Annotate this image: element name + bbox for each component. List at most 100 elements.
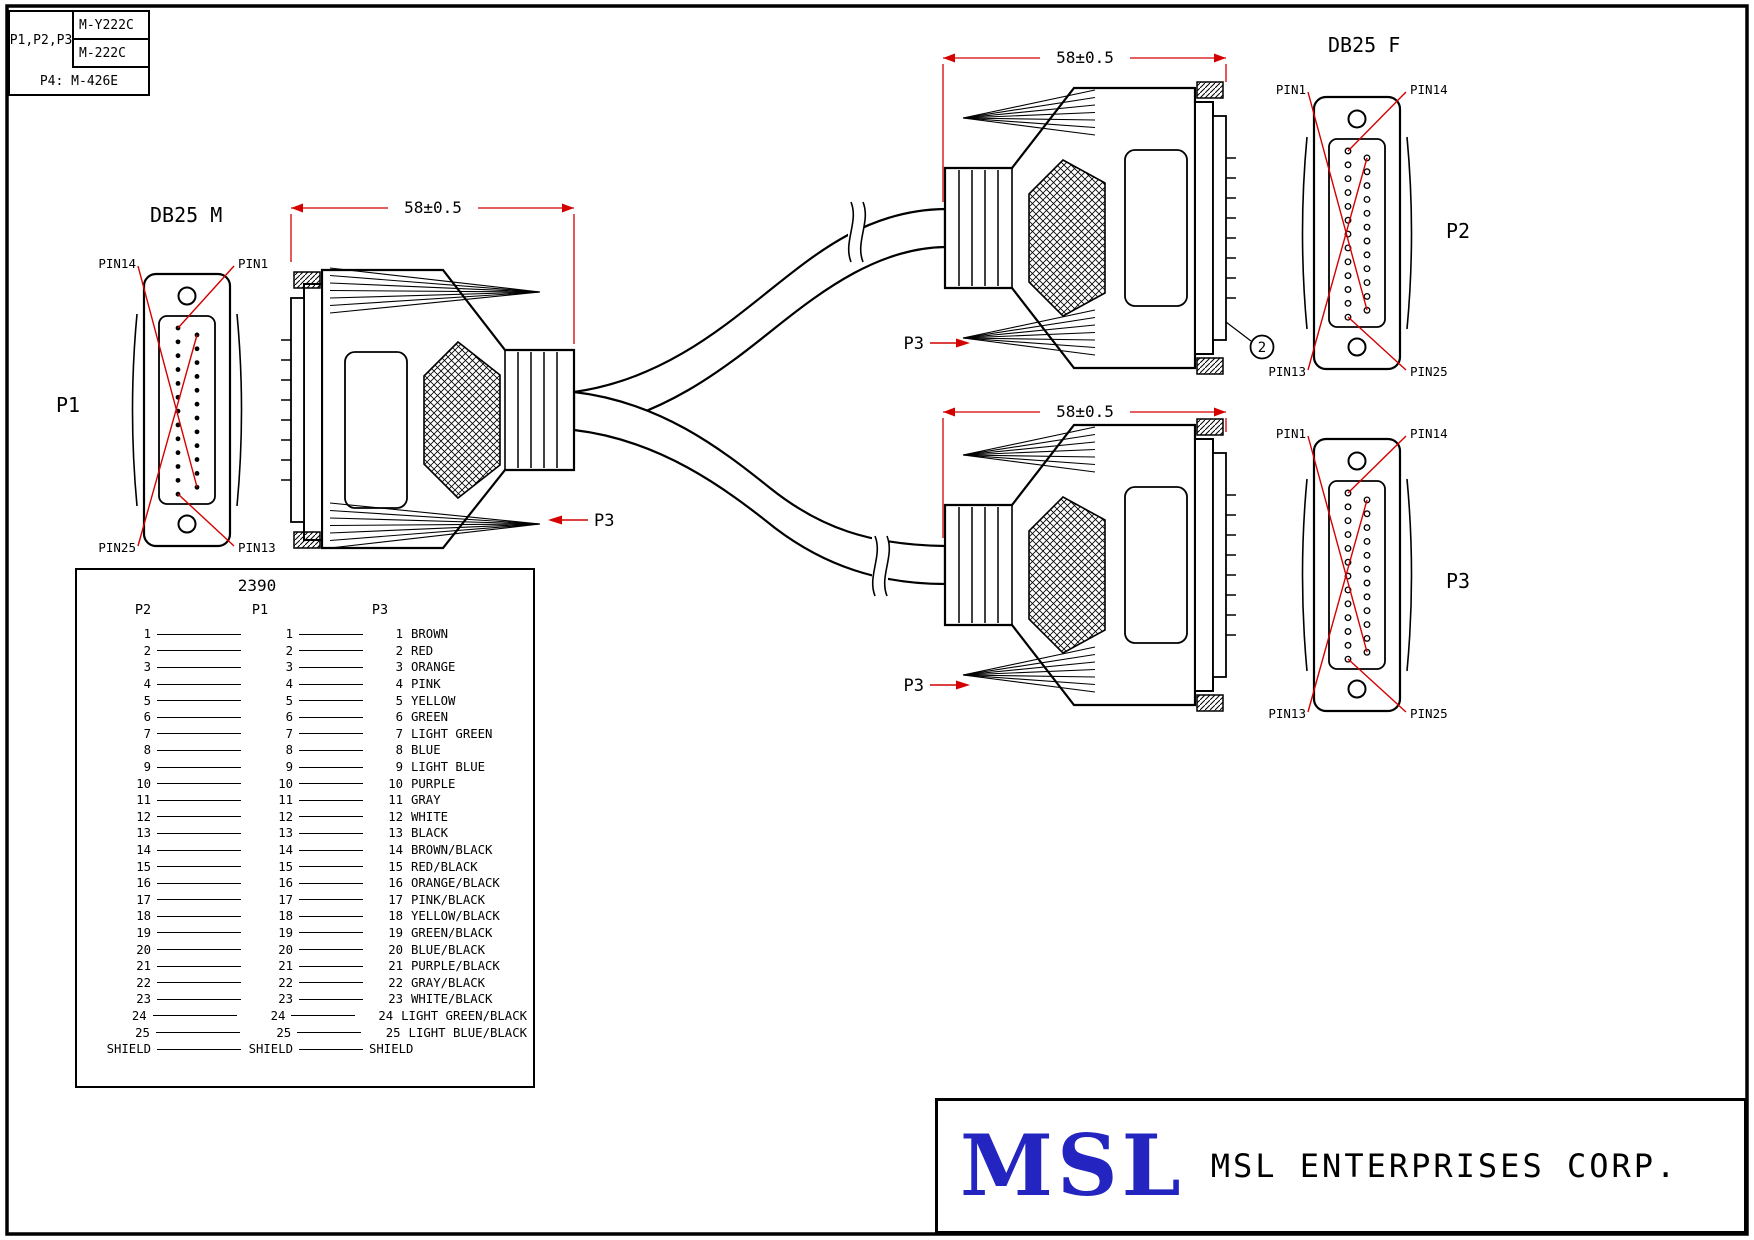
wire-line: [299, 1048, 363, 1050]
face-plate: [290, 297, 305, 523]
wire-color: BLUE: [411, 743, 441, 758]
p3-callout-label: P3: [904, 334, 924, 354]
wire-line: [297, 1032, 362, 1034]
pin1-label: PIN1: [1276, 82, 1306, 97]
wire-color: BROWN/BLACK: [411, 843, 493, 858]
pin-array-female: [1344, 147, 1371, 321]
p3-pin-number: 8: [395, 743, 403, 758]
p3-pin-number: 16: [388, 876, 403, 891]
wire-color: LIGHT GREEN: [411, 726, 493, 741]
column-header-p2: P2: [134, 602, 152, 618]
wiring-table: 2390 P2 P1 P3 1 1 1 BROWN 2 2 2 RED 3 3 …: [75, 568, 535, 1088]
wire-line: [299, 899, 363, 901]
p2-pin-number: 22: [136, 975, 151, 990]
p1-pin-number: 4: [285, 677, 293, 692]
wiring-row: 5 5 5 YELLOW: [87, 692, 527, 709]
wire-line: [157, 633, 241, 635]
wire-line: [299, 716, 363, 718]
p2-pin-number: 3: [143, 660, 151, 675]
wire-line: [299, 700, 363, 702]
wire-line: [299, 949, 363, 951]
wire-line: [299, 982, 363, 984]
p2-pin-leaders: [1307, 91, 1407, 371]
p1-pin-number: SHIELD: [248, 1042, 293, 1057]
p3-pin-leaders: [1307, 435, 1407, 713]
wire-line: [157, 733, 241, 735]
p3-pin-number: 25: [385, 1025, 401, 1040]
part-number-table: P1,P2,P3 M-Y222C M-222C P4: M-426E: [8, 10, 150, 96]
wire-line: [299, 766, 363, 768]
wiring-row: 24 24 24 LIGHT GREEN/BLACK: [87, 1008, 527, 1025]
wire-line: [157, 882, 241, 884]
cable-branch-upper: [572, 207, 947, 432]
jackscrew: [293, 531, 321, 549]
p1-pin-number: 10: [278, 776, 293, 791]
p1-pin-number: 18: [278, 909, 293, 924]
part-number-a: M-Y222C: [74, 12, 148, 40]
hood-window: [344, 351, 408, 509]
strain-relief-ribs: [517, 352, 558, 468]
p2-pin-number: 2: [143, 643, 151, 658]
wire-color: RED/BLACK: [411, 859, 478, 874]
p1-pin-number: 6: [285, 710, 293, 725]
wiring-row: 17 17 17 PINK/BLACK: [87, 892, 527, 909]
wire-color: ORANGE: [411, 660, 456, 675]
part-number-b: M-222C: [74, 40, 148, 68]
wire-color: LIGHT BLUE: [411, 760, 486, 775]
p3-pin-number: 23: [388, 992, 403, 1007]
strain-relief-fan: [329, 502, 541, 549]
wiring-row: 7 7 7 LIGHT GREEN: [87, 726, 527, 743]
p1-pin-number: 7: [285, 726, 293, 741]
p2-pin-number: 13: [136, 826, 151, 841]
wire-line: [157, 949, 241, 951]
p3-pin-number: 6: [395, 710, 403, 725]
wiring-rows: 1 1 1 BROWN 2 2 2 RED 3 3 3 ORANGE 4 4 4…: [87, 626, 527, 1057]
p1-pin-number: 3: [285, 660, 293, 675]
pin13-label: PIN13: [1268, 364, 1306, 379]
wire-line: [157, 666, 241, 668]
p3-pin-number: 11: [388, 793, 403, 808]
wiring-row: 13 13 13 BLACK: [87, 825, 527, 842]
column-header-p3: P3: [371, 602, 389, 618]
molded-hood-lower: [943, 417, 1238, 713]
wiring-row: 18 18 18 YELLOW/BLACK: [87, 908, 527, 925]
wire-line: [157, 783, 241, 785]
wire-color: RED: [411, 643, 434, 658]
wire-color: PINK: [411, 677, 441, 692]
p3-callout-label: P3: [594, 511, 614, 531]
wiring-row: 12 12 12 WHITE: [87, 809, 527, 826]
wire-line: [157, 1048, 241, 1050]
p2-pin-number: 17: [136, 892, 151, 907]
note-2-balloon: 2: [1225, 321, 1275, 360]
p2-pin-number: 16: [136, 876, 151, 891]
wiring-row: 8 8 8 BLUE: [87, 742, 527, 759]
p1-pin-number: 5: [285, 693, 293, 708]
wire-line: [157, 915, 241, 917]
p3-pin-number: 7: [395, 726, 403, 741]
p3-pin-number: 9: [395, 760, 403, 775]
p3-pin-number: 14: [388, 843, 403, 858]
p1-pin-number: 15: [278, 859, 293, 874]
p2-label: P2: [1446, 219, 1470, 243]
wire-line: [157, 766, 241, 768]
wiring-row: 11 11 11 GRAY: [87, 792, 527, 809]
wire-line: [299, 650, 363, 652]
wire-line: [299, 832, 363, 834]
p2-pin-number: 10: [136, 776, 151, 791]
note-2-label: 2: [1258, 340, 1266, 356]
p3-pin-number: 19: [388, 925, 403, 940]
wire-color: WHITE: [411, 809, 449, 824]
wiring-row: 19 19 19 GREEN/BLACK: [87, 925, 527, 942]
wire-line: [157, 799, 241, 801]
wire-line: [157, 650, 241, 652]
wiring-row: 6 6 6 GREEN: [87, 709, 527, 726]
title-block: MSL MSL ENTERPRISES CORP.: [935, 1098, 1747, 1234]
p2-pin-number: 15: [136, 859, 151, 874]
p3-pin-number: 17: [388, 892, 403, 907]
p1-pin-number: 1: [285, 627, 293, 642]
cable-break: [871, 535, 891, 597]
p2-pin-number: 6: [143, 710, 151, 725]
contact-teeth: [281, 339, 291, 481]
